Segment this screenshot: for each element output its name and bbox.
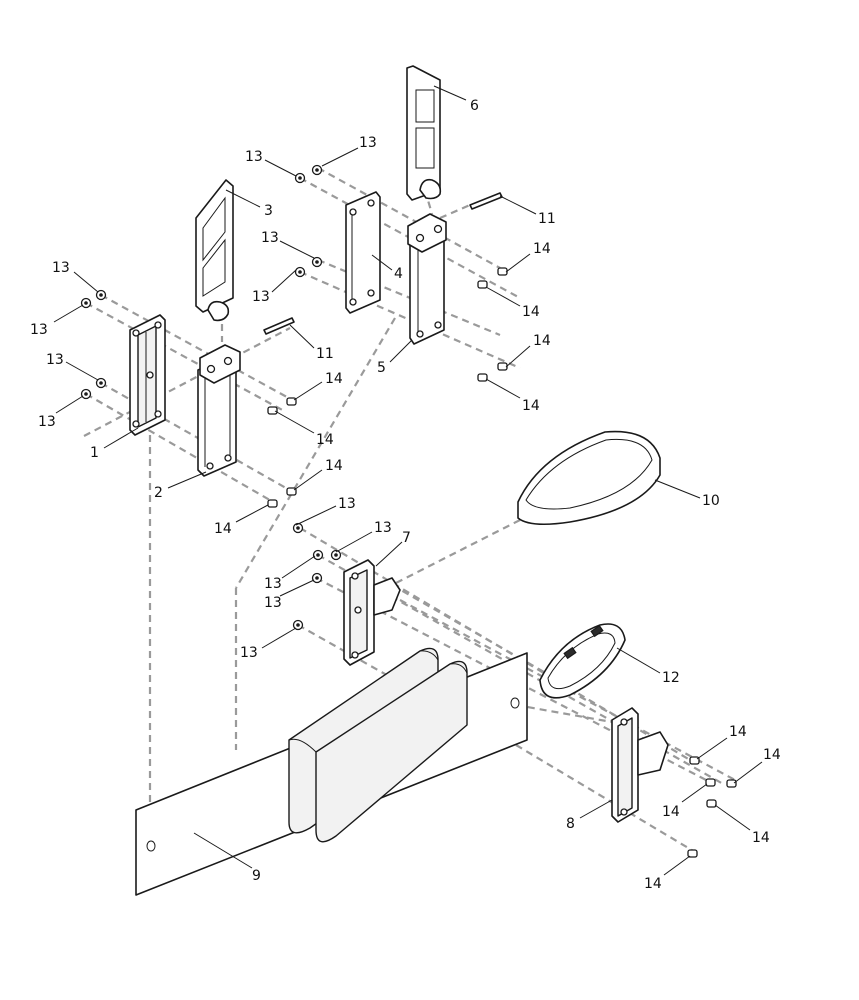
nut-icon: [292, 619, 304, 631]
callout-part-14: 14: [763, 747, 781, 763]
callout-part-13: 13: [52, 260, 70, 276]
callout-part-14: 14: [522, 304, 540, 320]
callout-part-13: 13: [38, 414, 56, 430]
callout-part-9: 9: [252, 868, 261, 884]
callout-part-1: 1: [90, 445, 99, 461]
part-6-tab: [406, 65, 442, 201]
part-5-hinge-body: [407, 213, 447, 345]
part-4-plate: [345, 191, 381, 314]
nut-icon: [80, 388, 92, 400]
callout-part-14: 14: [214, 521, 232, 537]
leader-lines: [53, 85, 763, 876]
plate-hole-right: [510, 697, 520, 709]
callout-part-14: 14: [325, 458, 343, 474]
nut-icon: [311, 256, 323, 268]
callout-part-14: 14: [533, 241, 551, 257]
callout-part-10: 10: [702, 493, 720, 509]
callout-part-14: 14: [533, 333, 551, 349]
callout-part-14: 14: [752, 830, 770, 846]
screw-icon: [286, 397, 297, 406]
part-7-buckle: [343, 559, 401, 666]
screw-icon: [286, 487, 297, 496]
nut-icon: [330, 549, 342, 561]
callout-part-14: 14: [662, 804, 680, 820]
callout-part-13: 13: [46, 352, 64, 368]
part-12-loop: [539, 623, 626, 699]
part-1-bracket: [129, 314, 166, 436]
screws: [267, 267, 737, 858]
screw-icon: [477, 373, 488, 382]
callout-part-8: 8: [566, 816, 575, 832]
screw-icon: [267, 499, 278, 508]
callout-part-12: 12: [662, 670, 680, 686]
callout-part-2: 2: [154, 485, 163, 501]
screw-icon: [477, 280, 488, 289]
callout-part-13: 13: [264, 576, 282, 592]
part-3-tab: [195, 179, 234, 322]
pin-lower: [263, 317, 295, 335]
callout-part-7: 7: [402, 530, 411, 546]
screw-icon: [705, 778, 716, 787]
callout-part-13: 13: [252, 289, 270, 305]
nut-icon: [80, 297, 92, 309]
callout-part-14: 14: [325, 371, 343, 387]
callouts: 6 3 4 5 1 2 11 11 10 12 7 8 9 13 13 13 1…: [30, 98, 781, 892]
plate-hole-left: [146, 840, 156, 852]
nut-icon: [95, 289, 107, 301]
nut-icon: [311, 572, 323, 584]
screw-icon: [267, 406, 278, 415]
callout-part-13: 13: [245, 149, 263, 165]
nut-icon: [294, 172, 306, 184]
screw-icon: [706, 799, 717, 808]
screw-icon: [726, 779, 737, 788]
nuts: [80, 164, 342, 631]
callout-part-3: 3: [264, 203, 273, 219]
part-8-buckle: [611, 707, 669, 823]
callout-part-5: 5: [377, 360, 386, 376]
screw-icon: [497, 267, 508, 276]
callout-part-11-upper: 11: [538, 211, 556, 227]
pin-upper: [469, 192, 503, 210]
nut-icon: [292, 522, 304, 534]
screw-icon: [687, 849, 698, 858]
callout-part-14: 14: [644, 876, 662, 892]
callout-part-13: 13: [374, 520, 392, 536]
callout-part-4: 4: [394, 266, 403, 282]
part-2-hinge-body: [197, 344, 241, 477]
callout-part-14: 14: [316, 432, 334, 448]
screw-icon: [689, 756, 700, 765]
callout-part-13: 13: [338, 496, 356, 512]
part-10-strap-ring: [517, 430, 661, 526]
nut-icon: [312, 549, 324, 561]
strap-loops: [288, 647, 468, 843]
callout-part-6: 6: [470, 98, 479, 114]
nut-icon: [294, 266, 306, 278]
screw-icon: [497, 362, 508, 371]
callout-part-13: 13: [240, 645, 258, 661]
callout-part-13: 13: [30, 322, 48, 338]
callout-part-11-lower: 11: [316, 346, 334, 362]
callout-part-13: 13: [261, 230, 279, 246]
callout-part-13: 13: [359, 135, 377, 151]
callout-part-14: 14: [729, 724, 747, 740]
nut-icon: [95, 377, 107, 389]
callout-part-13: 13: [264, 595, 282, 611]
callout-part-14: 14: [522, 398, 540, 414]
nut-icon: [311, 164, 323, 176]
